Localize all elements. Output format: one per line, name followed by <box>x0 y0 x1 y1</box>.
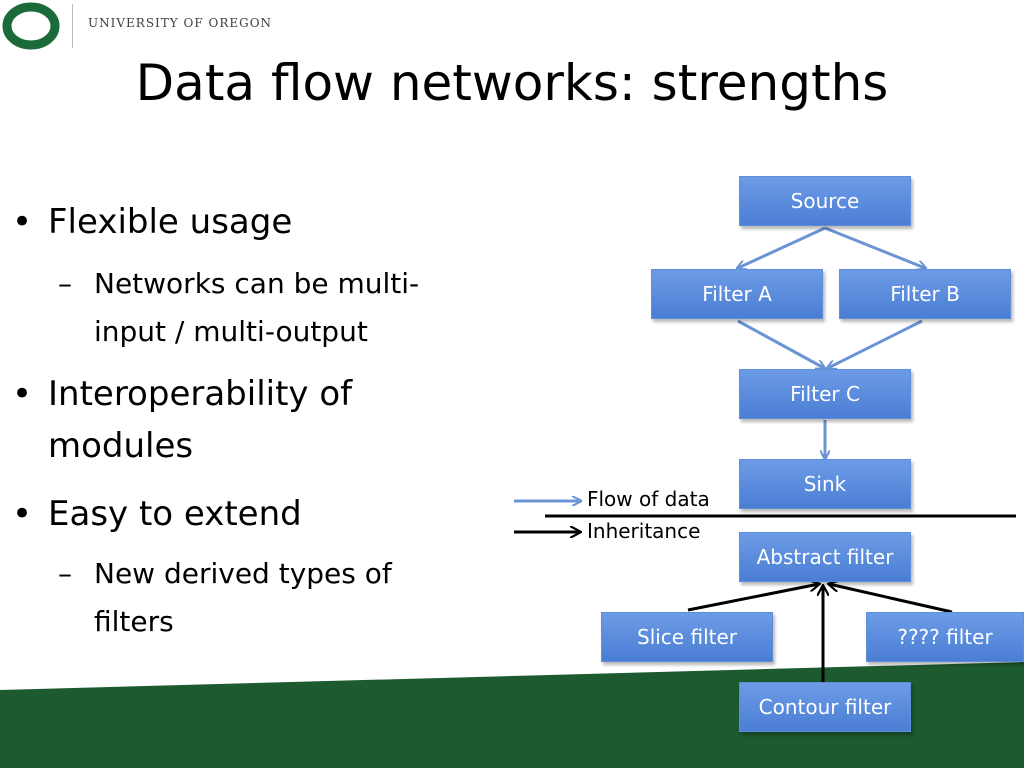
university-logo-icon <box>2 2 60 50</box>
node-abstract-filter: Abstract filter <box>739 532 911 582</box>
slide-title: Data flow networks: strengths <box>135 54 889 112</box>
header-divider <box>72 4 73 48</box>
node-slice-filter: Slice filter <box>601 612 773 662</box>
inheritance-arrow-unknown <box>829 584 953 614</box>
bullet-marker: • <box>12 374 33 414</box>
node-filter-a: Filter A <box>651 269 823 319</box>
bullet-text: Easy to extend <box>48 494 302 534</box>
node-contour-filter: Contour filter <box>739 682 911 732</box>
bullet-text: Flexible usage <box>48 202 293 242</box>
bullet-marker: • <box>12 494 33 534</box>
sub-bullet-marker: – <box>58 267 72 300</box>
flow-arrow-source-to-filter-a <box>738 226 826 268</box>
flow-arrow-source-to-filter-b <box>824 226 925 268</box>
sub-bullet-marker: – <box>58 557 72 590</box>
bullet-marker: • <box>12 202 33 242</box>
inheritance-arrow-slice <box>687 584 819 612</box>
node-filter-b: Filter B <box>839 269 1011 319</box>
node-sink: Sink <box>739 459 911 509</box>
university-name: UNIVERSITY OF OREGON <box>88 16 273 30</box>
bullet-text: Interoperability of modules <box>48 374 353 466</box>
bullet-list: • Flexible usage – Networks can be multi… <box>0 0 500 660</box>
legend-inheritance: Inheritance <box>587 519 701 543</box>
node-filter-c: Filter C <box>739 369 911 419</box>
sub-bullet-text: Networks can be multi-input / multi-outp… <box>94 267 420 348</box>
legend-flow-of-data: Flow of data <box>587 487 710 511</box>
flow-arrow-filter-a-to-filter-c <box>737 319 824 368</box>
node-source: Source <box>739 176 911 226</box>
node-unknown-filter: ???? filter <box>866 612 1024 662</box>
sub-bullet-text: New derived types of filters <box>94 557 392 638</box>
flow-arrow-filter-b-to-filter-c <box>828 319 923 368</box>
